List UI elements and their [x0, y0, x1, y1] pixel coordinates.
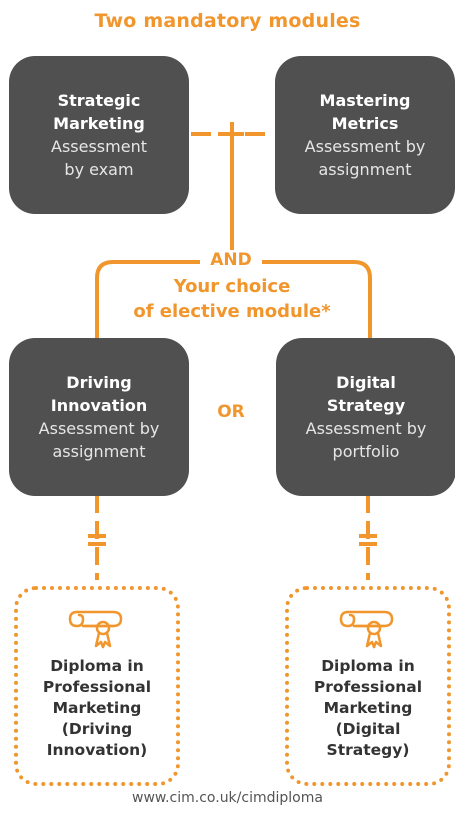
diploma-line: Professional — [42, 678, 152, 696]
diploma-line: Diploma in — [321, 657, 415, 675]
module-assessment: assignment — [52, 442, 146, 461]
module-assessment: Assessment — [51, 137, 147, 156]
diploma-line: Diploma in — [50, 657, 144, 675]
module-driving-innovation: Driving Innovation Assessment by assignm… — [9, 338, 189, 496]
diploma-line: (Digital — [335, 720, 401, 738]
diploma-line: Professional — [313, 678, 423, 696]
equals-icon — [359, 534, 377, 546]
diploma-line: Marketing — [52, 699, 142, 717]
footer-url[interactable]: www.cim.co.uk/cimdiploma — [132, 790, 323, 806]
plus-icon — [220, 122, 244, 146]
certificate-scroll-icon — [339, 610, 394, 649]
module-assessment: Assessment by — [305, 419, 427, 438]
module-assessment: assignment — [318, 160, 412, 179]
module-title: Strategy — [326, 396, 406, 415]
module-title: Driving — [66, 373, 132, 392]
module-mastering-metrics: Mastering Metrics Assessment by assignme… — [275, 56, 455, 214]
choice-line: Your choice — [173, 276, 291, 297]
diploma-title: Diploma in Professional Marketing (Drivi… — [43, 656, 151, 761]
and-label: AND — [210, 250, 252, 270]
or-label: OR — [217, 402, 245, 422]
module-title: Mastering Metrics — [319, 91, 411, 133]
diploma-line: (Driving — [61, 720, 133, 738]
diploma-line: Strategy) — [326, 741, 410, 759]
module-assessment: portfolio — [332, 442, 400, 461]
diploma-line: Innovation) — [46, 741, 148, 759]
diploma-title: Diploma in Professional Marketing (Digit… — [314, 656, 422, 761]
module-assessment: by exam — [64, 160, 134, 179]
diploma-driving-innovation: Diploma in Professional Marketing (Drivi… — [14, 586, 180, 786]
diploma-line: Marketing — [323, 699, 413, 717]
module-digital-strategy: Digital Strategy Assessment by portfolio — [276, 338, 455, 496]
elective-choice-label: Your choice of elective module* — [97, 274, 367, 324]
module-title: Innovation — [50, 396, 148, 415]
equals-icon — [88, 534, 106, 546]
module-assessment: Assessment by — [38, 419, 160, 438]
heading: Two mandatory modules — [94, 10, 361, 32]
choice-line: of elective module* — [133, 301, 331, 322]
certificate-scroll-icon — [68, 610, 123, 649]
module-title: Strategic — [57, 91, 141, 110]
module-assessment: Assessment by — [304, 137, 426, 156]
module-title: Digital — [336, 373, 396, 392]
diploma-digital-strategy: Diploma in Professional Marketing (Digit… — [285, 586, 451, 786]
module-title: Marketing — [53, 114, 145, 133]
module-strategic-marketing: Strategic Marketing Assessment by exam — [9, 56, 189, 214]
